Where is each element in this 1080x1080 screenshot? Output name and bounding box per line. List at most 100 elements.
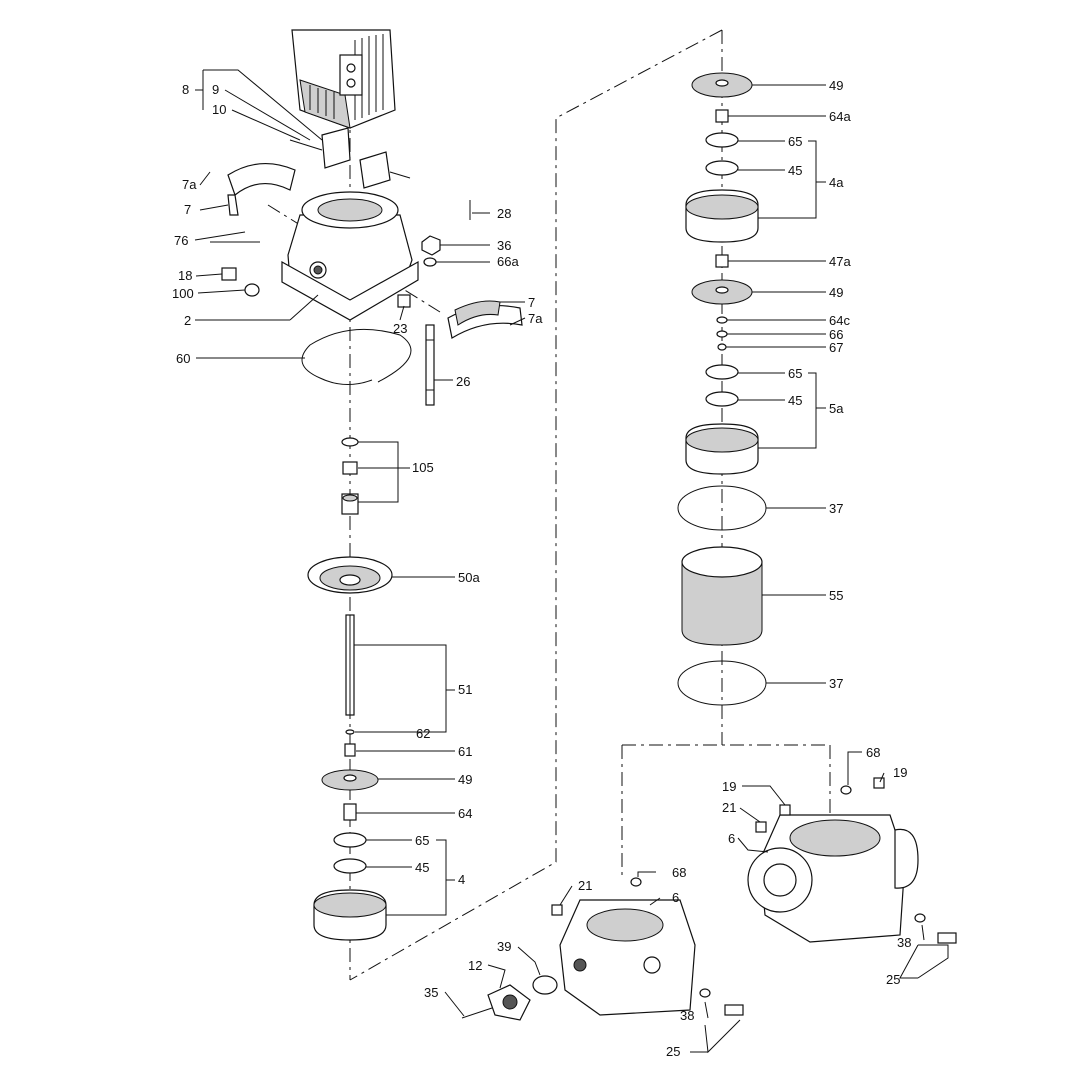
neck-ring-65-r1 — [705, 132, 739, 148]
neck-ring-65-left — [333, 832, 367, 848]
label-49-r1: 49 — [829, 78, 843, 93]
label-45-r1: 45 — [788, 163, 802, 178]
shaft-51 — [345, 614, 355, 716]
label-19-b: 19 — [893, 765, 907, 780]
label-55: 55 — [829, 588, 843, 603]
label-6-a: 6 — [728, 831, 735, 846]
impeller-49-left — [321, 769, 379, 791]
label-7a-right: 7a — [528, 311, 543, 326]
coupling — [289, 127, 411, 189]
label-76: 76 — [174, 233, 188, 248]
label-38-a: 38 — [897, 935, 911, 950]
label-47a: 47a — [829, 254, 851, 269]
label-25-b: 25 — [666, 1044, 680, 1059]
flange-12 — [487, 984, 531, 1021]
label-37-top: 37 — [829, 501, 843, 516]
label-35: 35 — [424, 985, 438, 1000]
label-38-b: 38 — [680, 1008, 694, 1023]
label-25-a: 25 — [886, 972, 900, 987]
split-cone-64a — [715, 109, 729, 123]
leader-lines — [194, 69, 949, 1054]
chamber-4 — [313, 889, 387, 941]
label-49-left: 49 — [458, 772, 472, 787]
label-28: 28 — [497, 206, 511, 221]
wear-ring-45-left — [333, 858, 367, 874]
label-21-b: 21 — [578, 878, 592, 893]
label-68-a: 68 — [866, 745, 880, 760]
stay-bolt-26 — [425, 324, 435, 406]
impeller-49-r2 — [691, 279, 753, 305]
label-39: 39 — [497, 939, 511, 954]
label-21-a: 21 — [722, 800, 736, 815]
label-19-a: 19 — [722, 779, 736, 794]
label-64a: 64a — [829, 109, 851, 124]
label-62: 62 — [416, 726, 430, 741]
bolt-35 — [461, 1007, 493, 1019]
plug-21-a — [755, 821, 767, 833]
plug-18 — [221, 267, 260, 297]
label-49-r2: 49 — [829, 285, 843, 300]
label-45-r2: 45 — [788, 393, 802, 408]
label-2: 2 — [184, 313, 191, 328]
wear-ring-45-r2 — [705, 391, 739, 407]
ring-64c — [716, 316, 728, 324]
label-6-b: 6 — [672, 890, 679, 905]
label-67: 67 — [829, 340, 843, 355]
plug-19-a — [779, 804, 791, 816]
coupling-guard-left — [227, 162, 296, 216]
impeller-49-r1 — [691, 72, 753, 98]
label-66: 66 — [829, 327, 843, 342]
nipple-23 — [397, 294, 411, 308]
label-5a: 5a — [829, 401, 844, 416]
gasket-39 — [532, 975, 558, 995]
part-labels: 8 9 10 7a 7 76 18 100 2 60 28 36 66a 23 … — [172, 78, 911, 1059]
label-9: 9 — [212, 82, 219, 97]
motor-stool — [281, 191, 419, 321]
sleeve-47a — [715, 254, 729, 268]
label-8: 8 — [182, 82, 189, 97]
o-ring-60 — [301, 328, 412, 385]
label-64: 64 — [458, 806, 472, 821]
label-65-left: 65 — [415, 833, 429, 848]
split-cone-64 — [343, 803, 357, 821]
label-64c: 64c — [829, 313, 850, 328]
plug-21-b — [551, 904, 563, 916]
label-100: 100 — [172, 286, 194, 301]
top-chamber-50a — [307, 556, 393, 594]
motor — [291, 29, 396, 129]
label-4: 4 — [458, 872, 465, 887]
label-68-b: 68 — [672, 865, 686, 880]
o-ring-68-b — [630, 877, 642, 887]
shaft-seal-105 — [341, 437, 359, 515]
label-60: 60 — [176, 351, 190, 366]
coupling-guard-right — [447, 300, 523, 339]
label-61: 61 — [458, 744, 472, 759]
plug-25-b — [699, 988, 744, 1016]
label-51: 51 — [458, 682, 472, 697]
pump-base-front — [559, 899, 696, 1016]
chamber-5a — [685, 423, 759, 475]
label-7a-top: 7a — [182, 177, 197, 192]
sleeve-55 — [681, 546, 763, 646]
nut-36 — [421, 235, 441, 267]
label-36: 36 — [497, 238, 511, 253]
plug-25-a — [914, 913, 957, 944]
label-7-right: 7 — [528, 295, 535, 310]
washer-66 — [716, 330, 728, 338]
plug-19-b — [873, 777, 885, 789]
label-18: 18 — [178, 268, 192, 283]
label-7-top: 7 — [184, 202, 191, 217]
label-37-bottom: 37 — [829, 676, 843, 691]
label-65-r2: 65 — [788, 366, 802, 381]
chamber-4a — [685, 189, 759, 243]
label-45-left: 45 — [415, 860, 429, 875]
neck-ring-65-r2 — [705, 364, 739, 380]
label-4a: 4a — [829, 175, 844, 190]
pump-base-rear — [747, 814, 919, 943]
nut-67 — [717, 343, 727, 351]
o-ring-68-a — [840, 785, 852, 795]
label-12: 12 — [468, 958, 482, 973]
label-105: 105 — [412, 460, 434, 475]
wear-ring-45-r1 — [705, 160, 739, 176]
